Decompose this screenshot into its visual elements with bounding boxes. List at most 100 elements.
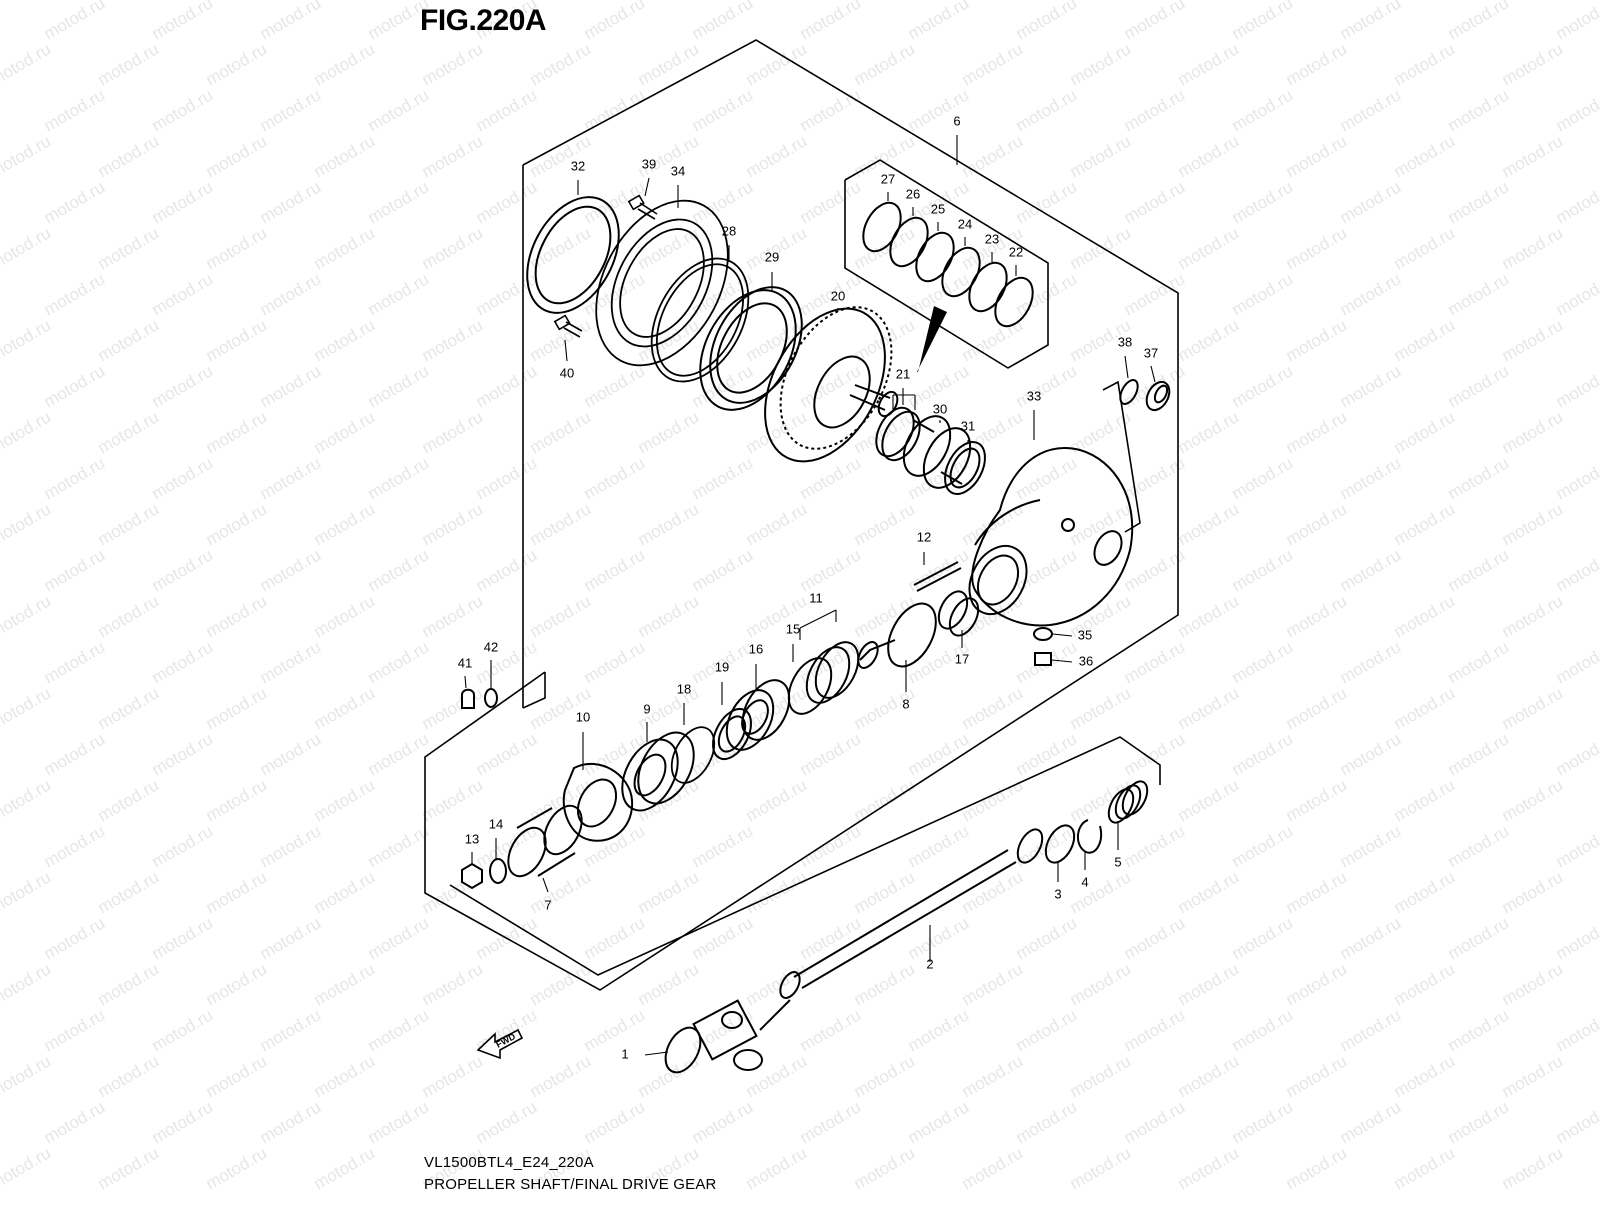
- watermark-text: motod.ru: [959, 683, 1027, 733]
- callout-24: 24: [958, 216, 972, 231]
- callout-40: 40: [560, 365, 574, 380]
- watermark-text: motod.ru: [0, 683, 54, 733]
- watermark-text: motod.ru: [1337, 821, 1405, 871]
- callout-35: 35: [1078, 627, 1092, 642]
- watermark-text: motod.ru: [1013, 729, 1081, 779]
- watermark-text: motod.ru: [1445, 269, 1513, 319]
- watermark-text: motod.ru: [0, 223, 54, 273]
- watermark-text: motod.ru: [1067, 223, 1135, 273]
- watermark-text: motod.ru: [1445, 0, 1513, 43]
- watermark-text: motod.ru: [797, 1005, 865, 1055]
- callout-11: 11: [809, 590, 823, 605]
- watermark-text: motod.ru: [581, 269, 649, 319]
- watermark-text: motod.ru: [1445, 729, 1513, 779]
- leader-35: [1053, 634, 1072, 636]
- watermark-text: motod.ru: [1067, 959, 1135, 1009]
- watermark-text: motod.ru: [689, 729, 757, 779]
- watermark-text: motod.ru: [581, 1097, 649, 1147]
- watermark-text: motod.ru: [473, 637, 541, 687]
- watermark-text: motod.ru: [95, 315, 163, 365]
- watermark-text: motod.ru: [257, 269, 325, 319]
- watermark-text: motod.ru: [905, 0, 973, 43]
- watermark-text: motod.ru: [1229, 269, 1297, 319]
- watermark-text: motod.ru: [797, 545, 865, 595]
- watermark-text: motod.ru: [203, 683, 271, 733]
- watermark-text: motod.ru: [365, 177, 433, 227]
- watermark-text: motod.ru: [1499, 499, 1567, 549]
- watermark-text: motod.ru: [689, 545, 757, 595]
- shim-pointer: [917, 306, 947, 372]
- watermark-text: motod.ru: [365, 913, 433, 963]
- model-code-caption: VL1500BTL4_E24_220A: [424, 1154, 594, 1171]
- watermark-text: motod.ru: [149, 821, 217, 871]
- callout-15: 15: [786, 621, 800, 636]
- part-39-bolt: [629, 196, 657, 219]
- watermark-text: motod.ru: [743, 131, 811, 181]
- watermark-text: motod.ru: [851, 1051, 919, 1101]
- watermark-text: motod.ru: [203, 499, 271, 549]
- watermark-text: motod.ru: [689, 1097, 757, 1147]
- watermark-text: motod.ru: [1175, 1143, 1243, 1193]
- section-name-caption: PROPELLER SHAFT/FINAL DRIVE GEAR: [424, 1176, 717, 1193]
- watermark-text: motod.ru: [1337, 637, 1405, 687]
- watermark-text: motod.ru: [0, 499, 54, 549]
- watermark-text: motod.ru: [149, 177, 217, 227]
- watermark-text: motod.ru: [1499, 223, 1567, 273]
- watermark-text: motod.ru: [689, 1005, 757, 1055]
- watermark-text: motod.ru: [419, 223, 487, 273]
- watermark-text: motod.ru: [527, 1051, 595, 1101]
- watermark-text: motod.ru: [1337, 269, 1405, 319]
- callout-3: 3: [1054, 886, 1061, 901]
- watermark-text: motod.ru: [743, 499, 811, 549]
- watermark-text: motod.ru: [1283, 591, 1351, 641]
- part-35-gasket: [1034, 628, 1052, 640]
- watermark-text: motod.ru: [311, 499, 379, 549]
- watermark-text: motod.ru: [1229, 453, 1297, 503]
- watermark-text: motod.ru: [0, 315, 54, 365]
- watermark-text: motod.ru: [743, 1051, 811, 1101]
- watermark-text: motod.ru: [1445, 453, 1513, 503]
- watermark-text: motod.ru: [581, 0, 649, 43]
- watermark-text: motod.ru: [41, 1005, 109, 1055]
- watermark-text: motod.ru: [1553, 637, 1600, 687]
- watermark-text: motod.ru: [851, 959, 919, 1009]
- watermark-text: motod.ru: [1499, 39, 1567, 89]
- watermark-text: motod.ru: [203, 1143, 271, 1193]
- watermark-text: motod.ru: [1553, 729, 1600, 779]
- watermark-text: motod.ru: [1175, 683, 1243, 733]
- watermark-text: motod.ru: [1553, 1005, 1600, 1055]
- callout-4: 4: [1081, 874, 1088, 889]
- watermark-text: motod.ru: [1229, 729, 1297, 779]
- watermark-text: motod.ru: [473, 729, 541, 779]
- watermark-text: motod.ru: [311, 1051, 379, 1101]
- watermark-text: motod.ru: [1553, 0, 1600, 43]
- callout-5: 5: [1114, 854, 1121, 869]
- callout-33: 33: [1027, 388, 1041, 403]
- watermark-text: motod.ru: [1337, 729, 1405, 779]
- watermark-text: motod.ru: [1553, 1097, 1600, 1147]
- watermark-text: motod.ru: [635, 1051, 703, 1101]
- callout-37: 37: [1144, 345, 1158, 360]
- watermark-text: motod.ru: [1391, 407, 1459, 457]
- watermark-text: motod.ru: [1283, 683, 1351, 733]
- watermark-text: motod.ru: [1175, 499, 1243, 549]
- watermark-text: motod.ru: [149, 453, 217, 503]
- watermark-text: motod.ru: [419, 591, 487, 641]
- leader-38: [1125, 356, 1128, 378]
- watermark-text: motod.ru: [149, 1005, 217, 1055]
- callout-23: 23: [985, 231, 999, 246]
- watermark-text: motod.ru: [1121, 821, 1189, 871]
- watermark-text: motod.ru: [257, 1005, 325, 1055]
- watermark-text: motod.ru: [1391, 1051, 1459, 1101]
- callout-39: 39: [642, 156, 656, 171]
- watermark-text: motod.ru: [581, 821, 649, 871]
- watermark-text: motod.ru: [203, 867, 271, 917]
- watermark-text: motod.ru: [0, 591, 54, 641]
- watermark-text: motod.ru: [851, 1143, 919, 1193]
- watermark-text: motod.ru: [473, 85, 541, 135]
- callout-19: 19: [715, 659, 729, 674]
- watermark-text: motod.ru: [1445, 821, 1513, 871]
